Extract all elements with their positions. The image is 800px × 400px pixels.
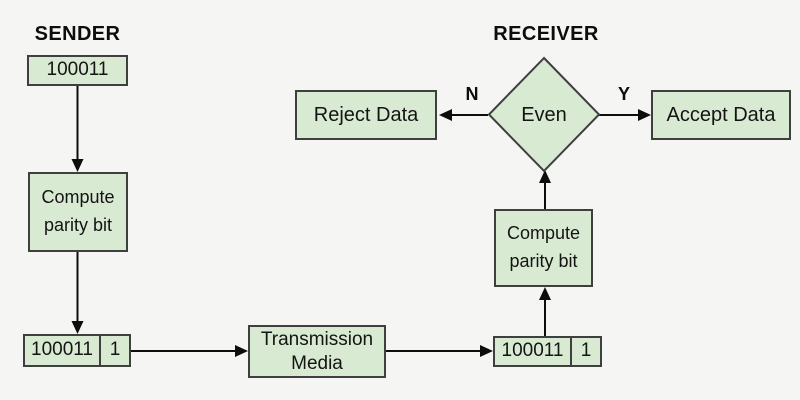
accept-data-box: Accept Data [651,90,791,140]
receiver-title: RECEIVER [493,23,599,45]
transmission-media-box: Transmission Media [248,325,386,378]
arrow-media-to-received [386,345,493,357]
sender-data-box: 100011 [27,55,128,86]
arrow-decision-to-reject [439,109,488,121]
decision-yes-label: Y [617,84,630,104]
arrow-compute-to-encoded [71,252,84,334]
receiver-compute-parity-box: Compute parity bit [494,209,593,287]
sender-encoded-data: 100011 [31,339,93,361]
decision-no-label: N [465,84,479,104]
receiver-parity-bit: 1 [570,338,600,365]
decision-label: Even [521,103,567,126]
arrow-senderdata-to-compute [71,86,84,172]
arrow-decision-to-accept [599,109,651,121]
sender-title: SENDER [34,23,121,45]
reject-data-box: Reject Data [295,90,437,140]
sender-compute-parity-box: Compute parity bit [28,172,128,252]
decision-diamond [487,56,601,173]
arrow-compute-to-decision [539,170,551,209]
sender-encoded-box: 100011 1 [23,334,131,367]
receiver-received-box: 100011 1 [493,336,602,367]
receiver-received-data: 100011 [501,340,564,362]
arrow-encoded-to-media [131,345,248,357]
arrow-received-to-compute [539,287,551,336]
sender-parity-bit: 1 [99,336,129,365]
